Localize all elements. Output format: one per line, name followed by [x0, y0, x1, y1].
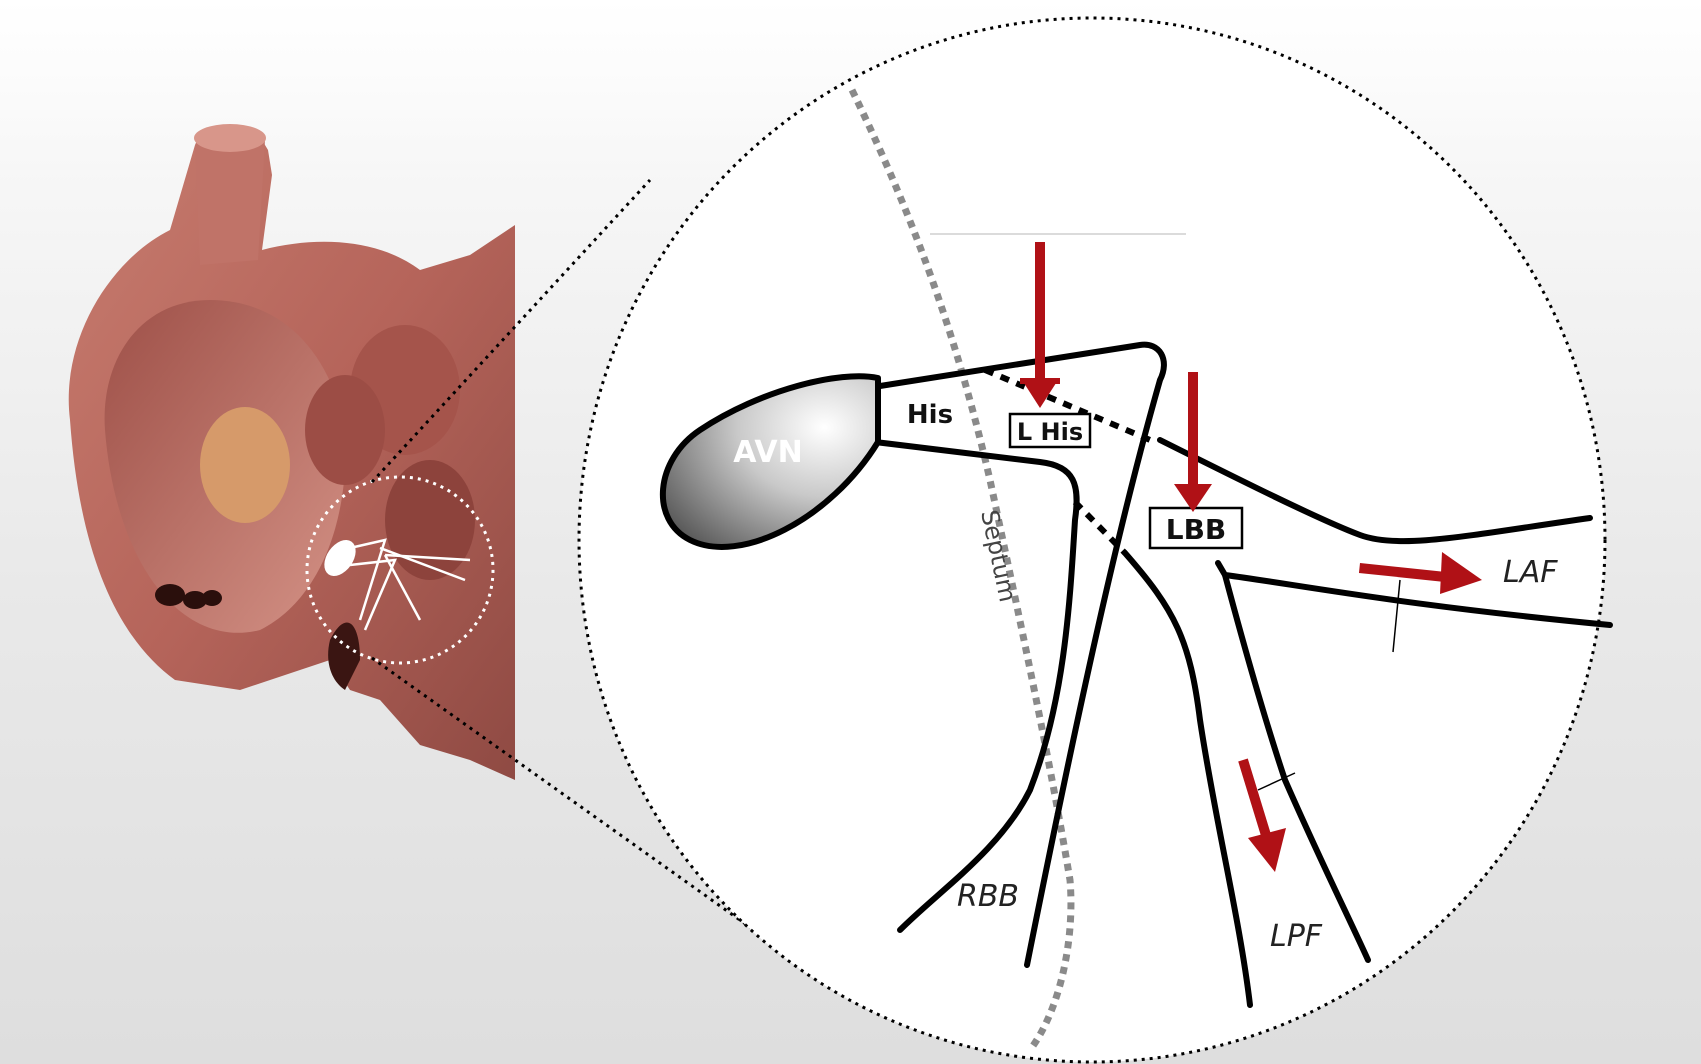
trabecula-hole: [202, 590, 222, 606]
l-his-label: L His: [1017, 418, 1083, 446]
valve-bulge-middle: [305, 375, 385, 485]
trabecula-hole: [155, 584, 185, 606]
avn-label: AVN: [733, 435, 803, 470]
laf-label: LAF: [1503, 555, 1558, 590]
lbb-label: LBB: [1166, 513, 1227, 546]
valve-bulge-lower: [385, 460, 475, 580]
rbb-label: RBB: [957, 879, 1019, 914]
lpf-label: LPF: [1270, 919, 1323, 954]
his-label: His: [907, 400, 953, 430]
fossa-ovalis: [200, 407, 290, 523]
magnified-view: AVN His L His LBB LAF LPF RBB Septum: [579, 18, 1610, 1062]
aorta-opening: [194, 124, 266, 152]
heart-photo: [69, 124, 515, 780]
